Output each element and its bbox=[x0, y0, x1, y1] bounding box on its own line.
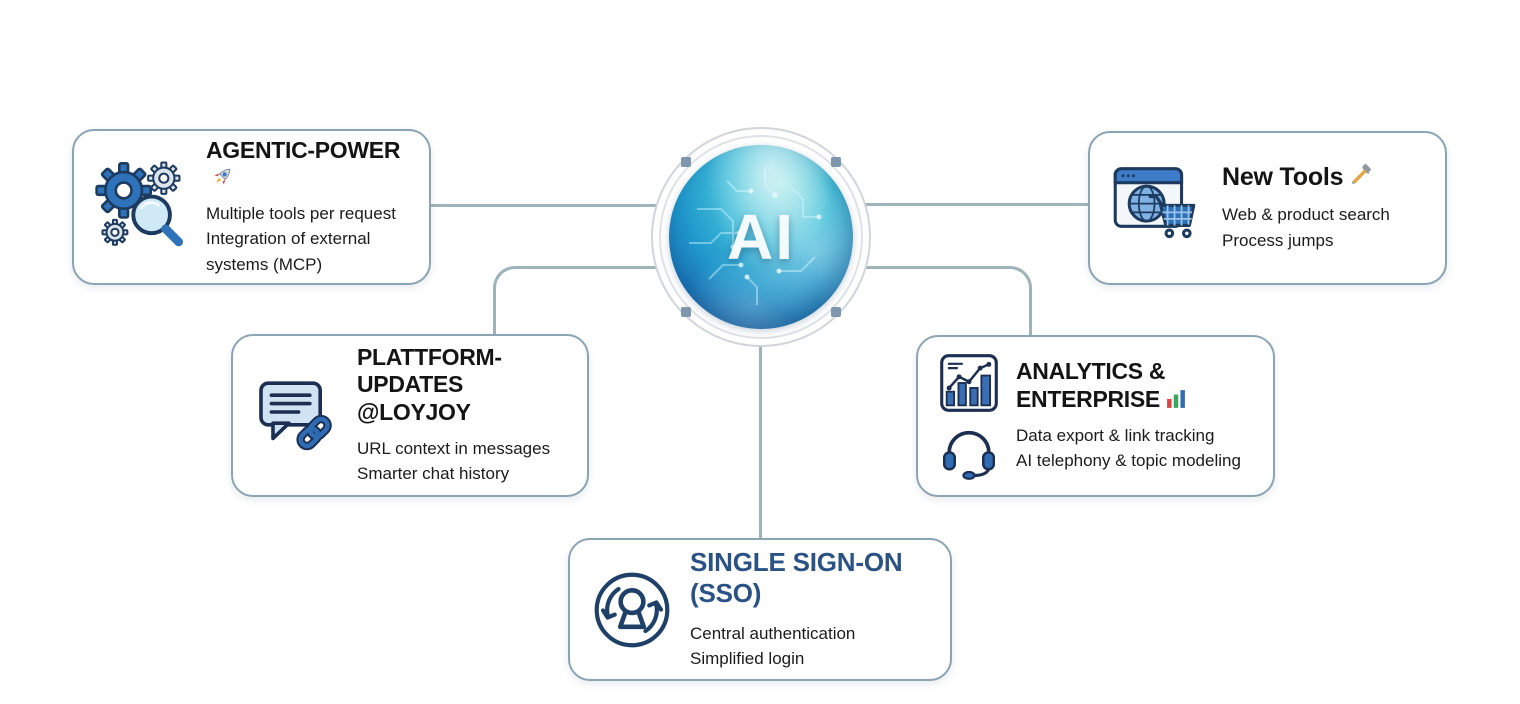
card-title-text: ANALYTICS & ENTERPRISE bbox=[1016, 358, 1166, 412]
card-title-text: SINGLE SIGN-ON (SSO) bbox=[690, 547, 903, 608]
card-title-text: New Tools bbox=[1222, 162, 1344, 191]
card-body-single-sign-on: Central authentication Simplified login bbox=[690, 621, 930, 672]
feature-line: Multiple tools per request bbox=[206, 203, 396, 223]
chart-board-icon bbox=[940, 353, 998, 412]
ai-center-node: AI bbox=[651, 127, 871, 347]
feature-line: Data export & link tracking bbox=[1016, 425, 1215, 445]
ai-inner-ring bbox=[659, 135, 863, 339]
card-agentic-power: AGENTIC-POWER Multiple tools per request… bbox=[72, 129, 431, 285]
card-body-agentic-power: Multiple tools per request Integration o… bbox=[206, 201, 409, 278]
ai-sphere: AI bbox=[669, 145, 853, 329]
feature-line: Integration of external systems (MCP) bbox=[206, 229, 371, 274]
card-body-analytics-enterprise: Data export & link tracking AI telephony… bbox=[1016, 423, 1253, 474]
browser-globe-cart-icon bbox=[1113, 167, 1196, 239]
card-title-single-sign-on: SINGLE SIGN-ON (SSO) bbox=[690, 547, 930, 608]
card-body-new-tools: Web & product search Process jumps bbox=[1222, 202, 1425, 253]
ring-node-bottom-right bbox=[831, 307, 841, 317]
connector-left-elbow bbox=[493, 266, 668, 339]
sphere-gloss bbox=[669, 145, 853, 329]
hammer-wrench-icon bbox=[1352, 163, 1372, 184]
card-title-agentic-power: AGENTIC-POWER bbox=[206, 137, 409, 191]
card-new-tools: New Tools Web & product search Process j… bbox=[1088, 131, 1447, 285]
feature-line: URL context in messages bbox=[357, 438, 551, 458]
feature-line: Web & product search bbox=[1222, 205, 1390, 225]
card-title-plattform-updates: PLATTFORM-UPDATES @LOYJOY bbox=[357, 344, 567, 425]
ring-node-top-right bbox=[831, 157, 841, 167]
bar-chart-icon bbox=[1167, 389, 1185, 408]
connector-right-top bbox=[852, 203, 1088, 206]
card-title-text: AGENTIC-POWER bbox=[206, 136, 401, 163]
connector-bottom bbox=[759, 340, 762, 538]
card-title-new-tools: New Tools bbox=[1222, 163, 1425, 193]
card-plattform-updates: PLATTFORM-UPDATES @LOYJOY URL context in… bbox=[231, 334, 589, 497]
keyhole-sync-icon bbox=[594, 572, 670, 647]
connector-left-top bbox=[431, 204, 671, 207]
feature-line: Process jumps bbox=[1222, 230, 1334, 250]
card-analytics-enterprise: ANALYTICS & ENTERPRISE Data export & lin… bbox=[916, 335, 1275, 497]
chat-bubble-link-icon bbox=[259, 380, 332, 450]
card-title-text: PLATTFORM-UPDATES @LOYJOY bbox=[357, 344, 502, 425]
card-body-plattform-updates: URL context in messages Smarter chat his… bbox=[357, 436, 567, 487]
feature-line: AI telephony & topic modeling bbox=[1016, 451, 1241, 471]
feature-line: Central authentication bbox=[690, 623, 856, 643]
feature-line: Simplified login bbox=[690, 649, 805, 669]
ring-node-top-left bbox=[681, 157, 691, 167]
connector-right-elbow bbox=[857, 266, 1032, 340]
ring-node-bottom-left bbox=[681, 307, 691, 317]
feature-line: Smarter chat history bbox=[357, 464, 510, 484]
gears-magnifier-icon bbox=[95, 161, 184, 247]
card-title-analytics-enterprise: ANALYTICS & ENTERPRISE bbox=[1016, 358, 1253, 412]
card-single-sign-on: SINGLE SIGN-ON (SSO) Central authenticat… bbox=[568, 538, 952, 681]
headset-icon bbox=[942, 430, 996, 480]
ai-label: AI bbox=[727, 201, 795, 273]
rocket-icon bbox=[214, 168, 231, 185]
